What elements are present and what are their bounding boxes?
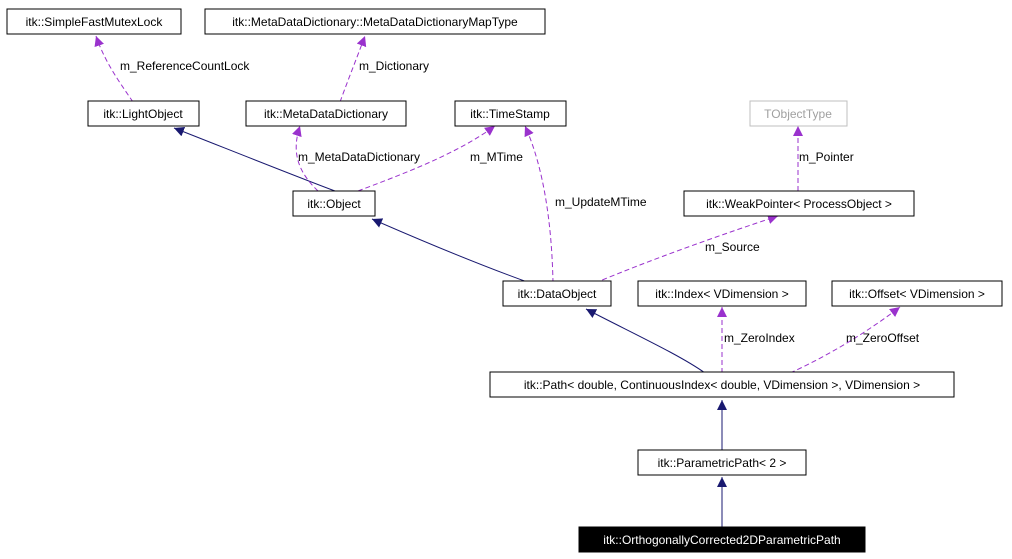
node-data-object[interactable]: itk::DataObject bbox=[502, 280, 612, 307]
svg-text:itk::OrthogonallyCorrected2DPa: itk::OrthogonallyCorrected2DParametricPa… bbox=[603, 533, 840, 547]
label-dictionary: m_Dictionary bbox=[359, 59, 429, 73]
svg-text:TObjectType: TObjectType bbox=[764, 107, 832, 121]
edge-zero-offset bbox=[789, 306, 901, 374]
svg-text:itk::ParametricPath< 2 >: itk::ParametricPath< 2 > bbox=[658, 456, 787, 470]
label-update-mtime: m_UpdateMTime bbox=[555, 195, 647, 209]
edge-object-to-lightobject bbox=[173, 127, 336, 192]
node-offset[interactable]: itk::Offset< VDimension > bbox=[831, 280, 1003, 307]
svg-text:itk::Index< VDimension >: itk::Index< VDimension > bbox=[655, 287, 788, 301]
edge-dataobject-to-object bbox=[371, 218, 531, 284]
label-zero-index: m_ZeroIndex bbox=[724, 331, 795, 345]
label-reference-count-lock: m_ReferenceCountLock bbox=[120, 59, 250, 73]
edge-dictionary bbox=[339, 35, 367, 103]
node-parametric-path[interactable]: itk::ParametricPath< 2 > bbox=[637, 449, 807, 476]
edge-mtime bbox=[357, 125, 496, 192]
edge-meta-data-dictionary bbox=[292, 125, 319, 192]
node-meta-data-dictionary[interactable]: itk::MetaDataDictionary bbox=[245, 100, 407, 127]
node-orthogonally-corrected-2d-parametric-path[interactable]: itk::OrthogonallyCorrected2DParametricPa… bbox=[578, 526, 866, 553]
edge-reference-count-lock bbox=[94, 35, 134, 103]
svg-text:itk::TimeStamp: itk::TimeStamp bbox=[470, 107, 550, 121]
svg-text:itk::DataObject: itk::DataObject bbox=[518, 287, 597, 301]
svg-text:itk::Path< double, ContinuousI: itk::Path< double, ContinuousIndex< doub… bbox=[524, 378, 920, 392]
svg-text:itk::WeakPointer< ProcessObjec: itk::WeakPointer< ProcessObject > bbox=[706, 197, 892, 211]
node-simple-fast-mutex-lock[interactable]: itk::SimpleFastMutexLock bbox=[6, 8, 182, 35]
svg-text:itk::Object: itk::Object bbox=[307, 197, 361, 211]
node-index[interactable]: itk::Index< VDimension > bbox=[637, 280, 807, 307]
label-zero-offset: m_ZeroOffset bbox=[846, 331, 920, 345]
node-path[interactable]: itk::Path< double, ContinuousIndex< doub… bbox=[489, 371, 955, 398]
label-source: m_Source bbox=[705, 240, 760, 254]
svg-text:itk::SimpleFastMutexLock: itk::SimpleFastMutexLock bbox=[26, 15, 164, 29]
svg-text:itk::MetaDataDictionary::MetaD: itk::MetaDataDictionary::MetaDataDiction… bbox=[232, 15, 518, 29]
node-weak-pointer[interactable]: itk::WeakPointer< ProcessObject > bbox=[683, 190, 915, 217]
node-object[interactable]: itk::Object bbox=[292, 190, 376, 217]
edge-source bbox=[594, 214, 779, 284]
node-light-object[interactable]: itk::LightObject bbox=[87, 100, 200, 127]
label-meta-data-dictionary: m_MetaDataDictionary bbox=[298, 150, 420, 164]
label-mtime: m_MTime bbox=[470, 150, 523, 164]
node-meta-data-dictionary-map-type[interactable]: itk::MetaDataDictionary::MetaDataDiction… bbox=[204, 8, 546, 35]
svg-text:itk::LightObject: itk::LightObject bbox=[103, 107, 183, 121]
edge-update-mtime bbox=[524, 125, 554, 284]
edge-path-to-dataobject bbox=[585, 308, 706, 374]
svg-text:itk::MetaDataDictionary: itk::MetaDataDictionary bbox=[264, 107, 388, 121]
svg-text:itk::Offset< VDimension >: itk::Offset< VDimension > bbox=[849, 287, 985, 301]
node-tobject-type[interactable]: TObjectType bbox=[749, 100, 848, 127]
label-pointer: m_Pointer bbox=[799, 150, 854, 164]
node-time-stamp[interactable]: itk::TimeStamp bbox=[454, 100, 567, 127]
